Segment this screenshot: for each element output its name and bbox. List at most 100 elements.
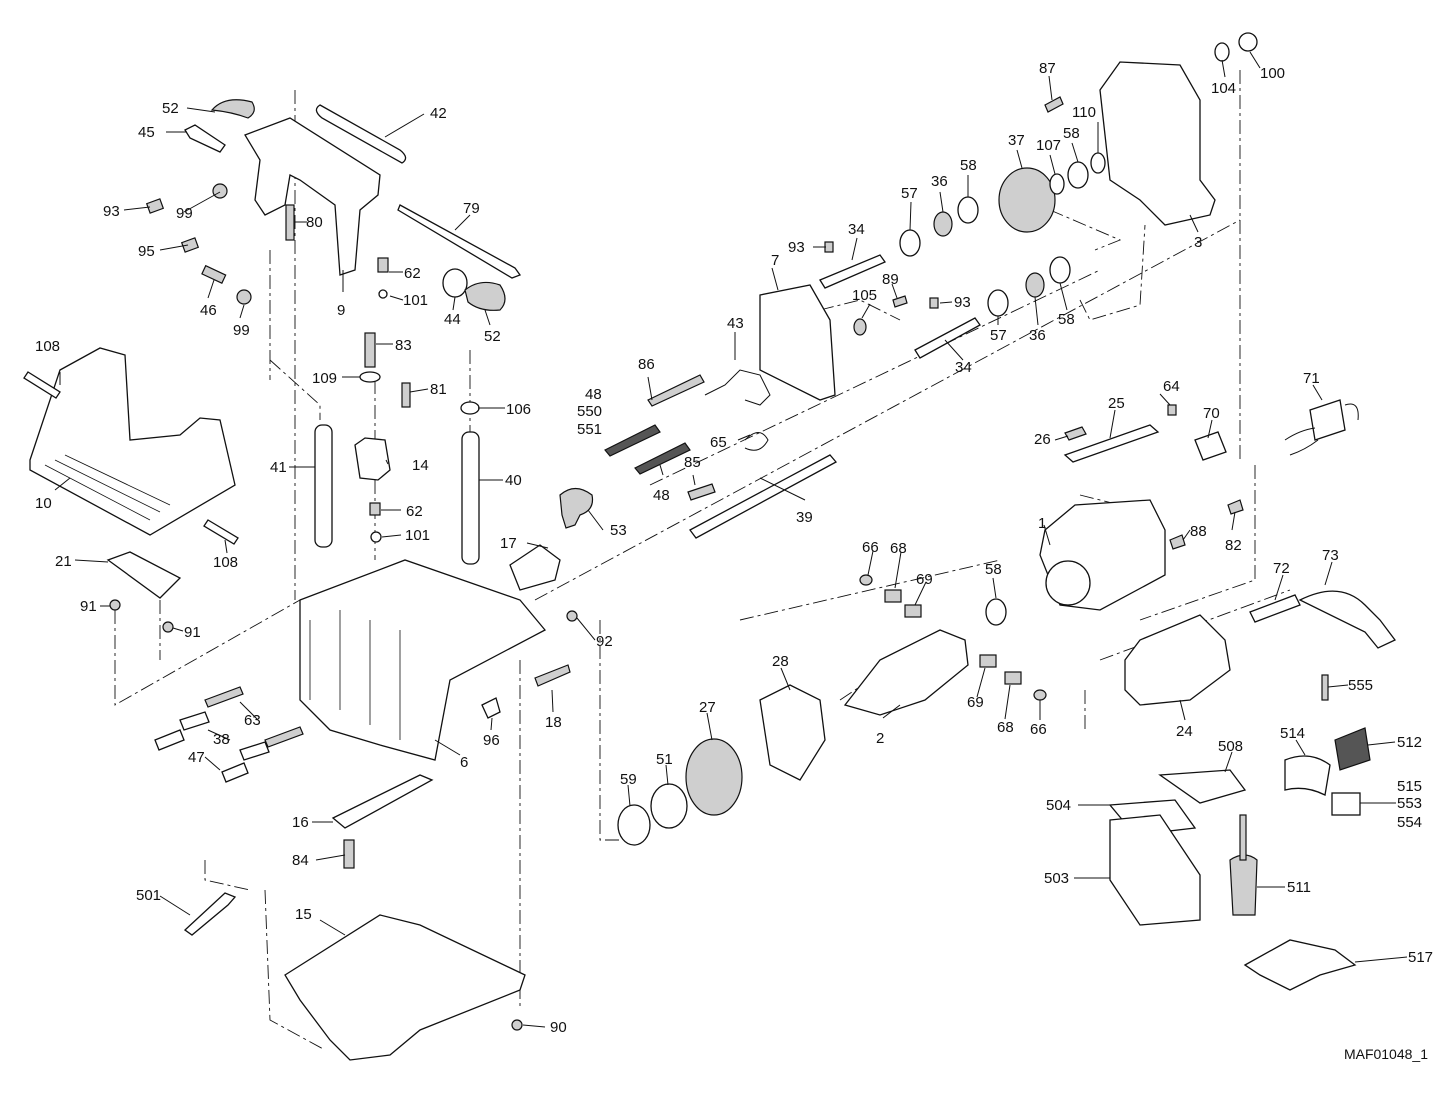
screw-82 [1227,499,1244,515]
washer-104 [1214,42,1230,62]
label-52-bottom: 52 [484,328,501,345]
part-drawings [23,32,1396,1061]
label-105: 105 [852,287,877,304]
label-95: 95 [138,243,155,260]
spring-66b [1033,689,1047,701]
motor-housing-24 [1124,614,1231,706]
bearing-58c [1067,161,1089,189]
guide-plate-10 [29,347,236,536]
leader-lines [54,51,1408,1028]
grommet-72 [1249,594,1301,623]
label-48-top: 48 [585,386,602,403]
bearing-59 [617,804,651,846]
label-24: 24 [1176,723,1193,740]
label-84: 84 [292,852,309,869]
label-72: 72 [1273,560,1290,577]
washer-107 [1049,173,1065,195]
part-514 [1284,755,1331,796]
label-39: 39 [796,509,813,526]
dust-cover-15 [284,914,526,1061]
label-65: 65 [710,434,727,451]
label-45: 45 [138,124,155,141]
label-88: 88 [1190,523,1207,540]
fan-guide-28 [759,684,826,781]
label-555: 555 [1348,677,1373,694]
screw-85 [687,483,716,501]
label-106: 106 [506,401,531,418]
label-504: 504 [1046,797,1071,814]
setscrew-93c [929,297,939,309]
screw-80 [285,204,295,241]
spring-62a [377,257,389,273]
part-labels: 52 45 42 93 99 79 80 95 62 101 46 99 9 4… [35,60,1433,1036]
label-69-bottom: 69 [967,694,984,711]
label-515: 515 [1397,778,1422,795]
label-508: 508 [1218,738,1243,755]
label-70: 70 [1203,405,1220,422]
label-93-left: 93 [103,203,120,220]
label-73: 73 [1322,547,1339,564]
label-62-top: 62 [404,265,421,282]
plate-16 [331,774,434,829]
setscrew-95 [180,237,200,253]
lever-25 [1063,424,1160,463]
label-99-top: 99 [176,205,193,222]
label-68-bottom: 68 [997,719,1014,736]
screw-81 [401,382,411,408]
gear-plate-7 [759,284,836,401]
label-99-bottom: 99 [233,322,250,339]
washer-109 [359,371,381,383]
biscuits-517 [1243,939,1357,991]
label-34-top: 34 [848,221,865,238]
sleeve-47b [221,762,249,783]
knob-52-top [210,99,255,119]
spring-63a [204,686,244,708]
armature-2 [843,629,969,716]
part-515 [1331,792,1361,816]
brush-69b [904,604,922,618]
bearing-57a [899,229,921,257]
cord-73 [1298,590,1396,649]
part-512 [1334,727,1371,771]
screwdriver-511 [1229,854,1258,916]
drawing-id: MAF01048_1 [1343,1046,1428,1062]
label-44: 44 [444,311,461,328]
spring-63b [264,726,304,748]
case-503 [1109,814,1201,926]
sleeve-47a [154,729,185,751]
screw-88 [1169,534,1186,550]
label-79: 79 [463,200,480,217]
label-104: 104 [1211,80,1236,97]
label-7: 7 [771,252,779,269]
label-16: 16 [292,814,309,831]
fence-bracket-9 [244,117,381,276]
spring-clip-43 [704,369,771,406]
pin-108a [23,371,61,399]
setscrew-93b [824,241,834,253]
label-58-b: 58 [1058,311,1075,328]
rod-42 [315,104,407,164]
switch-70 [1194,431,1227,461]
label-87: 87 [1039,60,1056,77]
label-550: 550 [577,403,602,420]
brush-69d [1004,671,1022,685]
label-51: 51 [656,751,673,768]
part-555 [1321,674,1329,701]
brush-69c [979,654,997,668]
label-91-right: 91 [184,624,201,641]
column-40 [461,431,480,565]
label-28: 28 [772,653,789,670]
label-501: 501 [136,887,161,904]
label-52-top: 52 [162,100,179,117]
label-17: 17 [500,535,517,552]
screw-87 [1044,96,1064,113]
label-40: 40 [505,472,522,489]
screw-89 [892,295,908,308]
label-89: 89 [882,271,899,288]
label-9: 9 [337,302,345,319]
label-93-right: 93 [954,294,971,311]
spring-66a [859,574,873,586]
bearing-58a [957,196,979,224]
screw-83 [364,332,376,368]
screw-90 [511,1019,523,1031]
